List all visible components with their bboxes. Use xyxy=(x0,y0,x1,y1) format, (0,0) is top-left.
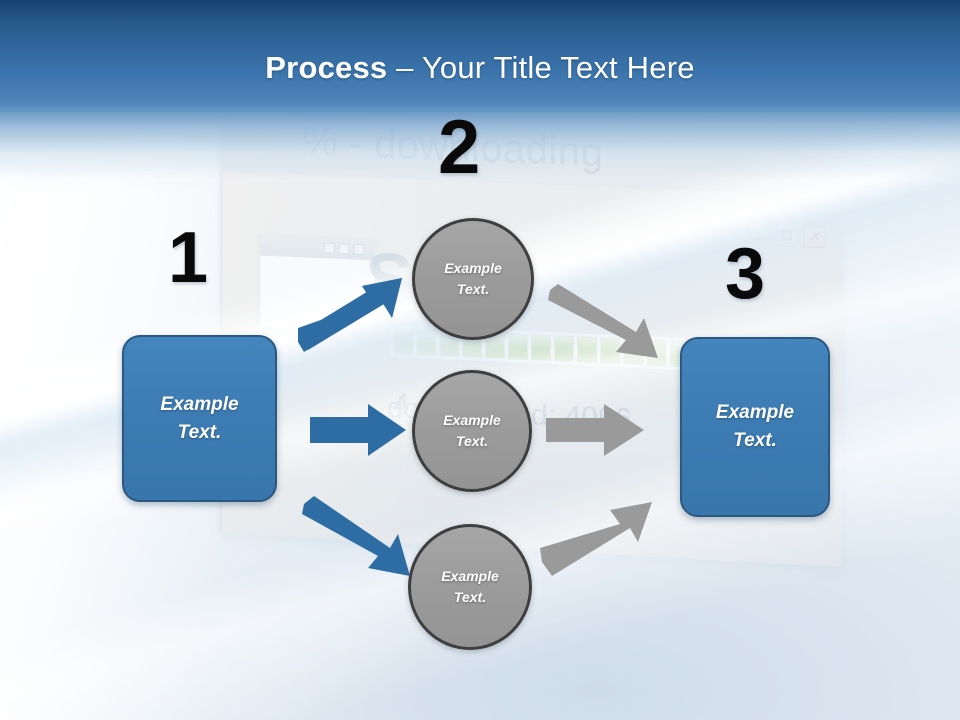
arrow-blue-right xyxy=(310,404,406,456)
circle-mid-line2: Text. xyxy=(455,433,489,449)
arrow-gray-right xyxy=(546,404,644,456)
page-title-separator: – xyxy=(387,50,422,85)
step-number-3: 3 xyxy=(725,234,766,314)
page-title: Process – Your Title Text Here xyxy=(0,50,960,86)
circle-bot-line1: Example xyxy=(441,568,499,584)
arrow-blue-down-right xyxy=(302,496,410,576)
box-left-line1: Example xyxy=(160,393,239,415)
box-right-line2: Text. xyxy=(733,430,777,451)
circle-top-line2: Text. xyxy=(456,281,490,297)
page-title-rest: Your Title Text Here xyxy=(421,50,695,85)
circle-mid-line1: Example xyxy=(443,412,501,428)
circle-bot-line2: Text. xyxy=(453,589,487,605)
arrow-blue-up-right xyxy=(298,278,402,352)
box-left-line2: Text. xyxy=(177,421,222,443)
box-right-line1: Example xyxy=(715,402,795,424)
arrow-gray-up-right xyxy=(540,502,652,576)
step-number-2: 2 xyxy=(438,105,481,190)
page-title-bold: Process xyxy=(265,50,388,85)
header-fade xyxy=(0,106,960,196)
circle-top-line1: Example xyxy=(444,260,502,276)
step-number-1: 1 xyxy=(168,218,209,298)
header-band xyxy=(0,0,960,112)
arrow-gray-down-right xyxy=(548,284,658,358)
